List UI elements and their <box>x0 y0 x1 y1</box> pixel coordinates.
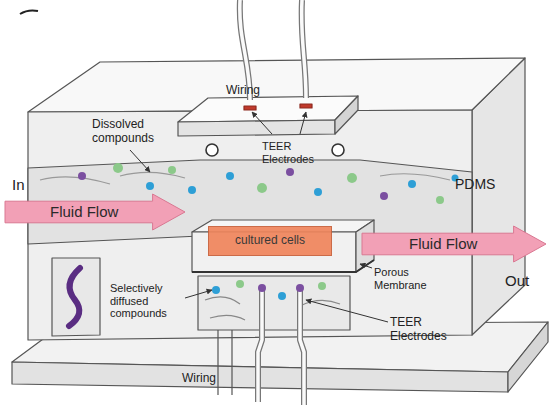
electrode-label: TEER Electrodes <box>262 140 332 165</box>
compound-dot <box>347 173 357 183</box>
compound-dots <box>78 163 459 300</box>
flow-arrow: Fluid Flow <box>362 226 546 262</box>
pen-mark <box>20 10 38 14</box>
purple-tube <box>69 268 80 326</box>
flow-arrow: Fluid Flow <box>5 194 185 230</box>
compound-dot <box>286 168 294 176</box>
electrode-cartridge-top <box>178 96 358 122</box>
compound-dot <box>236 280 244 288</box>
compound-dot <box>278 292 286 300</box>
compound-dot <box>436 196 444 204</box>
compound-dot <box>78 172 86 180</box>
leader-line <box>185 290 212 298</box>
top-wire <box>302 0 306 98</box>
bottom-electrode <box>300 286 304 405</box>
bottom-electrode <box>258 286 262 402</box>
electrode-cartridge-front <box>178 120 335 136</box>
compound-dot <box>318 282 326 290</box>
side-port <box>52 258 100 336</box>
electrode-label: TEER Electrodes <box>390 316 460 344</box>
channel-sketch <box>40 172 450 184</box>
leader-line <box>130 150 150 172</box>
node-text: Fluid Flow <box>50 204 118 221</box>
wiring-label: Wiring <box>182 372 242 386</box>
pdms-front <box>28 110 472 340</box>
compound-dot <box>188 186 196 194</box>
outlet-label: Out <box>505 272 550 289</box>
top-wire <box>302 0 306 98</box>
cell-culture-region: cultured cells <box>208 226 332 256</box>
electrode-pad <box>300 104 312 108</box>
chamber-sketch <box>205 297 340 320</box>
compound-label: Dissolved compounds <box>92 118 172 146</box>
compound-dot <box>146 182 154 190</box>
bottom-electrode <box>300 286 304 405</box>
wiring-label: Wiring <box>226 84 296 98</box>
inlet-label: In <box>12 176 52 193</box>
porous-membrane <box>192 260 374 272</box>
leader-line <box>306 300 388 322</box>
bottom-electrode <box>258 286 262 402</box>
material-label: PDMS <box>455 176 515 192</box>
node-text: Fluid Flow <box>409 236 477 253</box>
base-plate-side <box>508 322 548 392</box>
electrode-cartridge-side <box>335 96 358 134</box>
flow-arrow-outline <box>362 226 546 262</box>
electrode-tip <box>296 284 304 292</box>
compound-dot <box>408 180 416 188</box>
leader-line <box>360 264 372 268</box>
membrane-label: Porous Membrane <box>374 266 444 291</box>
node-text: cultured cells <box>235 234 305 247</box>
compound-label: Selectively diffused compounds <box>110 282 186 320</box>
leader-line <box>300 112 306 134</box>
lower-chamber <box>198 276 350 330</box>
compound-dot <box>380 192 388 200</box>
compound-dot <box>226 172 234 180</box>
leader-line <box>252 112 272 134</box>
electrode-tip <box>258 284 266 292</box>
compound-dot <box>113 163 123 173</box>
flow-arrow-outline <box>5 194 185 230</box>
compound-dot <box>212 286 220 294</box>
compound-dot <box>168 166 176 174</box>
compound-dot <box>314 188 322 196</box>
bottom-wiring <box>218 330 232 395</box>
electrode-ring <box>206 144 218 156</box>
compound-dot <box>257 183 267 193</box>
electrode-pad <box>244 106 256 110</box>
electrode-ring <box>332 144 344 156</box>
